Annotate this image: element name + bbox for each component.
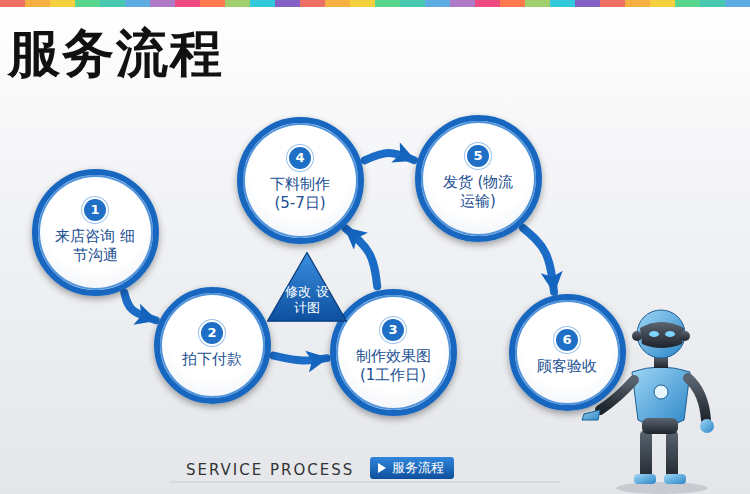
step-circle: 5 发货 (物流运输) [415, 115, 542, 242]
step-text: 制作效果图 (1工作日) [351, 347, 435, 385]
play-icon [377, 463, 387, 473]
stripe-segment [0, 0, 25, 7]
stripe-segment [550, 0, 575, 7]
stripe-segment [675, 0, 700, 7]
step-circle: 4 下料制作 (5-7日) [237, 117, 364, 244]
step-circle: 3 制作效果图 (1工作日) [330, 289, 457, 416]
stripe-segment [725, 0, 750, 7]
step-text: 来店咨询 细节沟通 [53, 227, 137, 265]
stripe-segment [175, 0, 200, 7]
stripe-segment [75, 0, 100, 7]
stripe-segment [325, 0, 350, 7]
flow-arrow [124, 293, 155, 320]
stripe-segment [50, 0, 75, 7]
flow-arrow [274, 356, 327, 361]
stripe-segment [275, 0, 300, 7]
stripe-segment [650, 0, 675, 7]
stripe-segment [375, 0, 400, 7]
stripe-segment [300, 0, 325, 7]
step-circle: 6 顾客验收 [509, 294, 626, 411]
step-number: 4 [289, 147, 311, 169]
step-text: 下料制作 (5-7日) [258, 175, 342, 213]
stripe-segment [350, 0, 375, 7]
step-number: 2 [201, 322, 223, 344]
flow-arrow [346, 228, 378, 286]
step-number: 6 [556, 329, 578, 351]
stripe-segment [625, 0, 650, 7]
revision-triangle: 修改 设计图 [265, 250, 349, 324]
color-stripe [0, 0, 750, 7]
flow-arrow [365, 153, 414, 160]
footer-rule [170, 482, 560, 483]
stripe-segment [525, 0, 550, 7]
stripe-segment [250, 0, 275, 7]
tag-button: 服务流程 [370, 457, 454, 479]
stripe-segment [475, 0, 500, 7]
stripe-segment [25, 0, 50, 7]
stripe-segment [700, 0, 725, 7]
stripe-segment [200, 0, 225, 7]
step-text: 拍下付款 [170, 350, 254, 369]
stripe-segment [125, 0, 150, 7]
step-number: 5 [467, 145, 489, 167]
step-number: 3 [382, 319, 404, 341]
button-text: 服务流程 [392, 459, 444, 477]
stripe-segment [600, 0, 625, 7]
stripe-segment [225, 0, 250, 7]
stripe-segment [575, 0, 600, 7]
step-number: 1 [84, 199, 106, 221]
stripe-segment [100, 0, 125, 7]
stripe-segment [400, 0, 425, 7]
stripe-segment [150, 0, 175, 7]
step-circle: 1 来店咨询 细节沟通 [32, 169, 159, 296]
stripe-segment [425, 0, 450, 7]
stripe-segment [450, 0, 475, 7]
step-circle: 2 拍下付款 [154, 287, 271, 404]
step-text: 顾客验收 [525, 357, 609, 376]
stripe-segment [500, 0, 525, 7]
flow-arrow [523, 228, 554, 292]
page-title: 服务流程 [8, 22, 224, 84]
step-text: 发货 (物流运输) [436, 173, 520, 211]
footer-label: SERVICE PROCESS [186, 461, 354, 479]
triangle-text: 修改 设计图 [285, 284, 329, 316]
